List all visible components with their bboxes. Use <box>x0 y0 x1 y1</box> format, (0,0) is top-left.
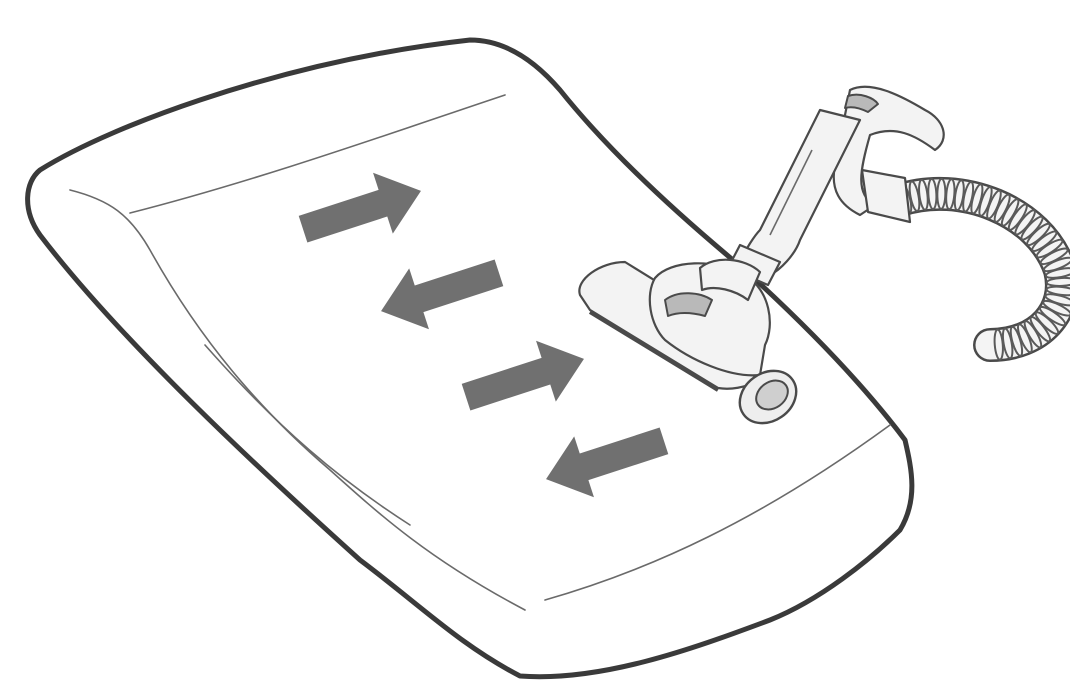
arrow-left-icon <box>536 410 674 509</box>
nozzle-pedal <box>665 293 712 316</box>
motion-arrows <box>293 160 674 509</box>
handle-coupling <box>862 170 910 222</box>
floor-nozzle <box>579 260 806 434</box>
mattress-left-seam <box>70 190 525 610</box>
arrow-left-icon <box>371 242 509 341</box>
mattress <box>28 40 912 677</box>
arrow-right-icon <box>456 328 594 427</box>
mattress-top-seam <box>130 95 505 213</box>
mattress-outline <box>28 40 912 677</box>
mattress-edge-seam <box>205 345 410 525</box>
arrow-right-icon <box>293 160 431 259</box>
vacuum-hose <box>898 179 1070 360</box>
